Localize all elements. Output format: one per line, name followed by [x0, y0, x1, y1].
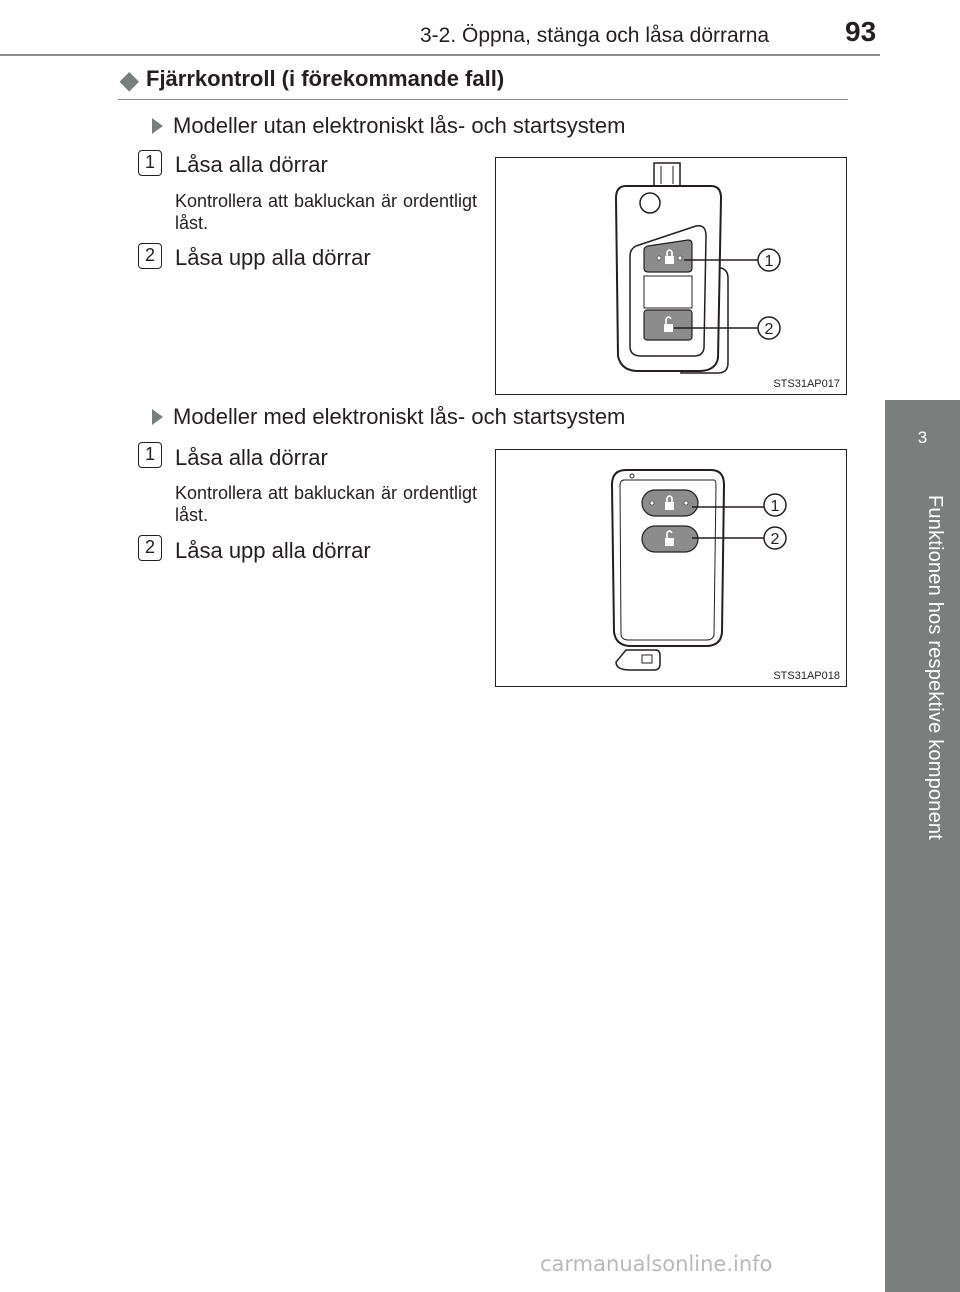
item-number-badge: 2 — [138, 535, 162, 561]
header-title: 3-2. Öppna, stänga och låsa dörrarna — [420, 24, 770, 47]
section-title: ◆ Fjärrkontroll (i förekommande fall) — [120, 66, 505, 94]
item-number-badge: 2 — [138, 243, 162, 269]
chapter-side-tab — [885, 400, 960, 1292]
subheading-text: Modeller utan elektroniskt lås- och star… — [173, 113, 626, 138]
header-rule — [0, 54, 880, 56]
figure-code: STS31AP018 — [773, 670, 840, 682]
item-label-unlock: Låsa upp alla dörrar — [175, 538, 371, 563]
figure-code: STS31AP017 — [773, 378, 840, 390]
chapter-number: 3 — [917, 428, 928, 447]
item-description: Kontrollera att bakluckan är ordentligt … — [175, 191, 477, 233]
figure-callout-1: 1 — [765, 253, 774, 270]
watermark: carmanualsonline.info — [540, 1252, 773, 1276]
item-description: Kontrollera att bakluckan är ordentligt … — [175, 483, 477, 525]
figure-flip-key: 1 2 STS31AP017 — [495, 157, 847, 395]
subheading-without-smart-key: Modeller utan elektroniskt lås- och star… — [152, 113, 625, 139]
diamond-icon: ◆ — [120, 67, 139, 94]
section-title-text: Fjärrkontroll (i förekommande fall) — [146, 66, 505, 91]
chapter-title: Funktionen hos respektive komponent — [924, 495, 946, 840]
triangle-arrow-icon — [152, 409, 163, 425]
figure-callout-2: 2 — [771, 531, 780, 548]
subheading-text: Modeller med elektroniskt lås- och start… — [173, 404, 626, 429]
item-label-lock: Låsa alla dörrar — [175, 152, 328, 177]
figure-callout-2: 2 — [765, 321, 774, 338]
item-label-unlock: Låsa upp alla dörrar — [175, 245, 371, 270]
smart-key-illustration: 1 2 — [610, 469, 787, 671]
item-number-badge: 1 — [138, 150, 162, 176]
subheading-with-smart-key: Modeller med elektroniskt lås- och start… — [152, 404, 625, 430]
item-number-badge: 1 — [138, 442, 162, 468]
page-number: 93 — [845, 16, 877, 47]
section-rule — [118, 99, 848, 100]
item-label-lock: Låsa alla dörrar — [175, 445, 328, 470]
figure-smart-key: 1 2 STS31AP018 — [495, 449, 847, 687]
figure-callout-1: 1 — [771, 498, 780, 515]
triangle-arrow-icon — [152, 118, 163, 134]
flip-key-illustration: 1 2 — [614, 162, 781, 374]
